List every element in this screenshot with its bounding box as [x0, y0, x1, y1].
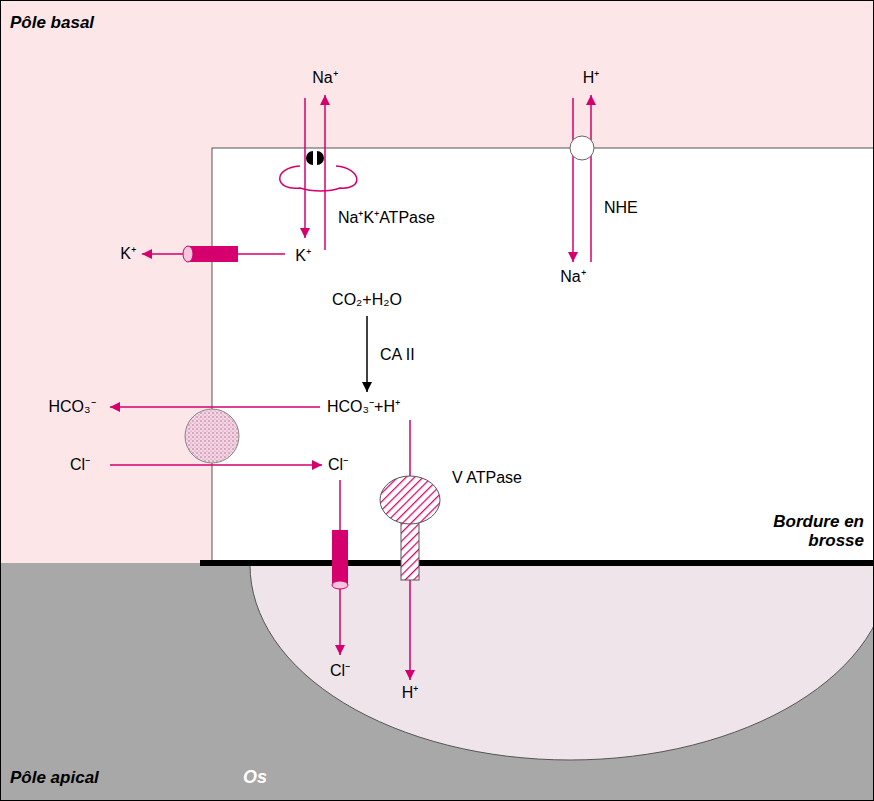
chloride-in-arrow — [110, 464, 322, 466]
ion-label: Cl⁻ — [330, 662, 350, 680]
ion-label: H⁺ — [583, 69, 600, 87]
brush-border-line — [200, 560, 874, 566]
sodium-in-arrow — [572, 98, 574, 262]
region-label: Pôle apical — [10, 768, 99, 787]
sodium-out-arrow — [324, 95, 326, 250]
ion-label: Na⁺ — [312, 69, 337, 87]
ion-label: K⁺ — [295, 247, 311, 265]
reaction-label: CO₂+H₂O — [332, 291, 402, 309]
transporter-label: NHE — [604, 199, 638, 217]
enzyme-label: CA II — [380, 346, 415, 364]
pump-stalk — [401, 520, 419, 580]
potassium-in-arrow — [304, 98, 306, 238]
bicarbonate-out-arrow — [110, 406, 320, 408]
potassium-channel — [188, 246, 238, 262]
channel-end — [332, 581, 348, 589]
pump-subunit — [306, 151, 313, 165]
ion-label: HCO₃⁻ — [48, 398, 95, 416]
region-label: Bordure en brosse — [764, 512, 864, 550]
exchanger-symbol — [570, 136, 594, 160]
channel-end — [183, 246, 193, 262]
pump-outline — [280, 166, 357, 191]
pump-subunit — [317, 151, 324, 165]
transporter-label: V ATPase — [452, 469, 522, 487]
ion-label: HCO₃⁻+H⁺ — [327, 398, 400, 416]
region-label: Pôle basal — [10, 13, 94, 32]
ion-label: Cl⁻ — [328, 456, 348, 474]
bone-label: Os — [243, 768, 267, 787]
chloride-channel — [332, 530, 348, 585]
cell-body — [212, 148, 874, 563]
ion-label: Na⁺ — [560, 268, 585, 286]
resorption-lacuna — [250, 565, 874, 760]
pump-head — [380, 476, 440, 524]
transporter-label: Na⁺K⁺ATPase — [338, 209, 435, 227]
ion-label: H⁺ — [402, 684, 419, 702]
ion-label: K⁺ — [120, 245, 136, 263]
proton-out-arrow — [590, 95, 592, 262]
reaction-arrow — [366, 316, 368, 392]
anion-exchanger — [185, 409, 239, 463]
ion-label: Cl⁻ — [70, 456, 90, 474]
